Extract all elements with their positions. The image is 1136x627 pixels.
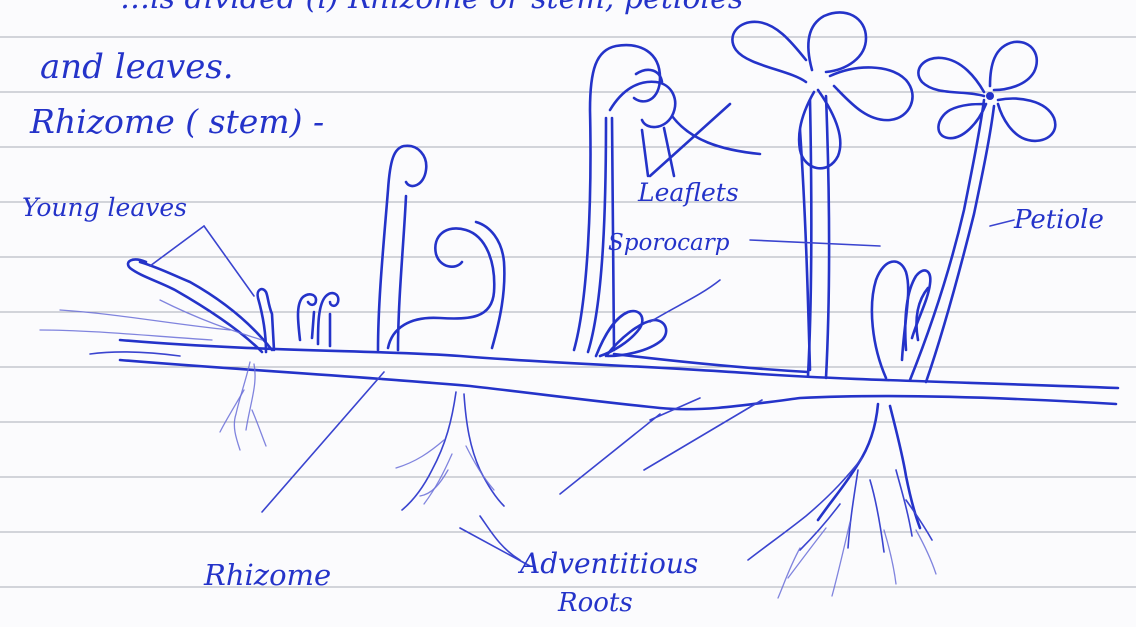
label-adventitious: Adventitious	[520, 550, 698, 578]
young-leaf-coils	[258, 289, 339, 352]
sporocarps-right	[872, 262, 930, 378]
young-leaf-left	[128, 260, 272, 352]
label-rhizome: Rhizome	[204, 561, 331, 590]
adventitious-roots-mid	[396, 392, 504, 510]
adventitious-roots-left	[220, 362, 266, 450]
label-sporocarp: Sporocarp	[608, 232, 729, 255]
clover-plant-center	[732, 12, 912, 378]
label-petiole: Petiole	[1014, 207, 1104, 233]
leaflets-plant	[574, 45, 810, 372]
label-leaflets: Leaflets	[638, 180, 739, 205]
note-line-2: Rhizome ( stem) -	[30, 105, 324, 138]
adventitious-roots-right	[748, 404, 936, 598]
label-roots: Roots	[558, 590, 633, 616]
hooked-leaf	[388, 222, 504, 348]
note-line-1: and leaves.	[40, 50, 234, 84]
note-top-line: …is divided (i) Rhizome or stem, petiole…	[120, 0, 743, 14]
label-young-leaves: Young leaves	[22, 195, 187, 220]
leader-lines	[150, 220, 1014, 566]
